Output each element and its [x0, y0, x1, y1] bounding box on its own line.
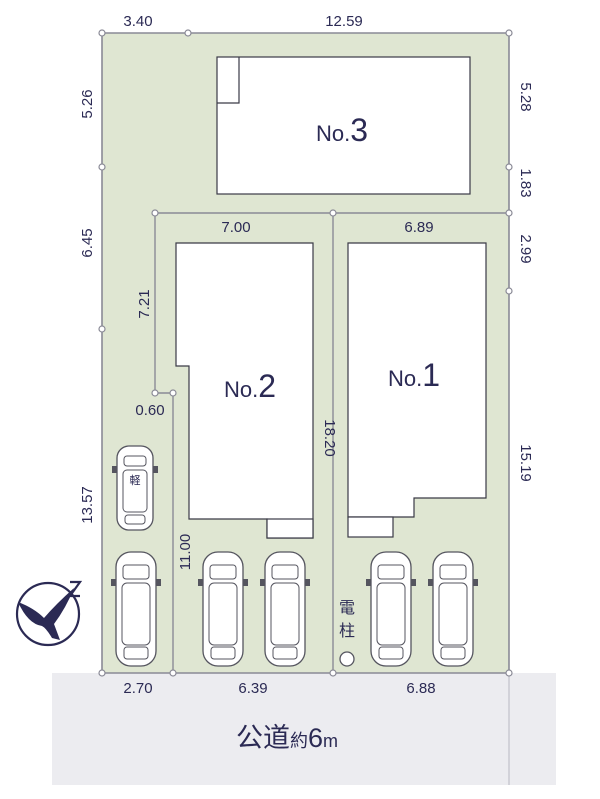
dim-left-mid: 6.45 [79, 228, 96, 257]
dim-bottom-mid: 6.39 [238, 680, 267, 697]
parking-car [427, 551, 479, 667]
dim-left-upper: 5.26 [79, 89, 96, 118]
road-label: 公道約6m [236, 723, 338, 754]
dim-top-left: 3.40 [123, 13, 152, 30]
utility-pole-icon [339, 651, 355, 667]
lot3-label: No.3 [316, 112, 368, 148]
boundary-markers [98, 29, 513, 677]
dim-top-right: 12.59 [325, 13, 363, 30]
dim-lot2-left: 7.21 [136, 289, 153, 318]
kei-car: 軽 [111, 445, 159, 531]
dim-lot2-top: 7.00 [221, 219, 250, 236]
dim-lot1-top: 6.89 [404, 219, 433, 236]
dim-right-upper: 5.28 [517, 82, 534, 111]
public-road [52, 673, 556, 785]
parking-car [365, 551, 417, 667]
dim-left-lower: 13.57 [79, 486, 96, 524]
dim-right-lower: 15.19 [517, 444, 534, 482]
utility-pole-label: 電 [339, 598, 355, 617]
kei-car-label: 軽 [130, 474, 141, 487]
dim-lot2-right: 18.20 [321, 419, 338, 457]
dim-step: 0.60 [135, 402, 164, 419]
dim-right-short: 2.99 [517, 234, 534, 263]
dim-lot2-left-lower: 11.00 [177, 534, 194, 570]
lot1-label: No.1 [388, 357, 440, 393]
dim-bottom-left: 2.70 [123, 680, 152, 697]
dim-bottom-right: 6.88 [406, 680, 435, 697]
house-no2 [175, 242, 314, 539]
dim-right-mid: 1.83 [517, 168, 534, 197]
parking-car [197, 551, 249, 667]
parking-car [110, 551, 162, 667]
house-no1 [347, 242, 487, 538]
house-no3 [216, 56, 471, 195]
north-arrow-icon [15, 580, 83, 647]
utility-pole-label: 柱 [339, 621, 355, 640]
lot2-label: No.2 [224, 368, 276, 404]
parking-car [259, 551, 311, 667]
